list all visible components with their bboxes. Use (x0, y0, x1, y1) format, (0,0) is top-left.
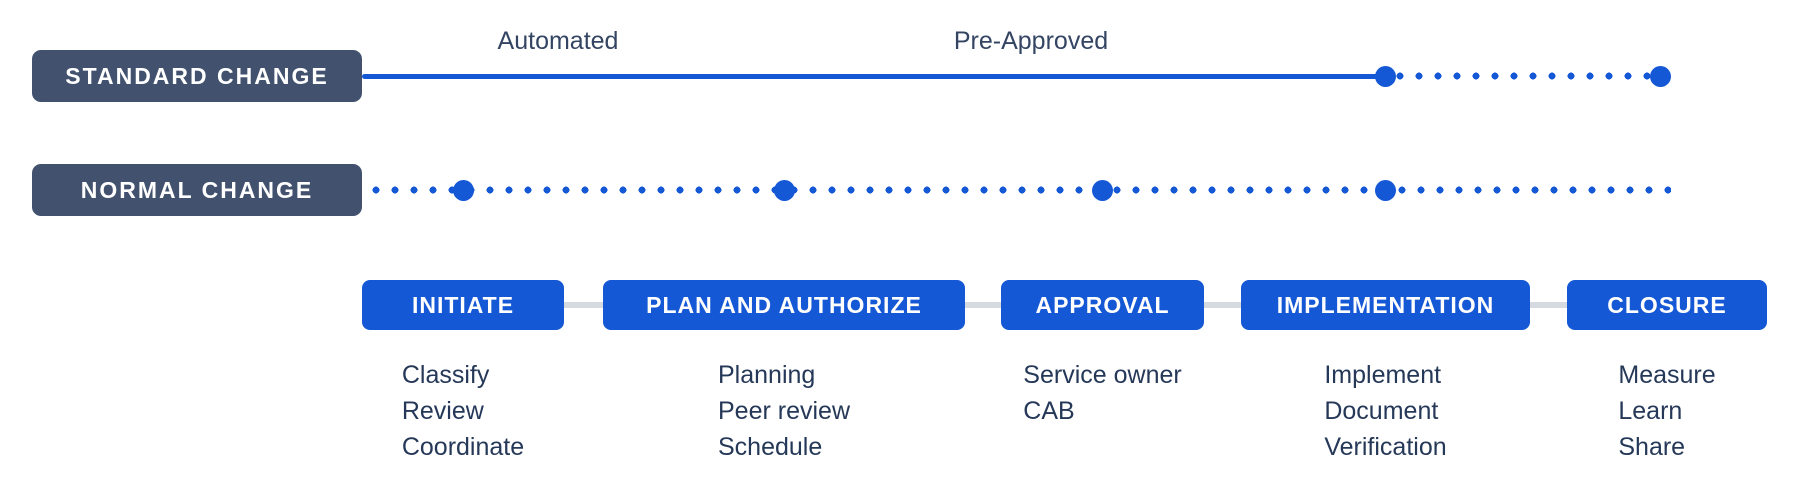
task-item: Learn (1618, 397, 1683, 425)
lane-milestone-dot-standard-change (1374, 65, 1396, 87)
stage-pill-approval: APPROVAL (1001, 280, 1204, 330)
lane-line-dotted-standard-change (1396, 72, 1662, 80)
lane-annotation-pre-approved: Pre-Approved (953, 27, 1109, 55)
lane-milestone-dot-normal-change (452, 179, 474, 201)
lane-annotation-automated: Automated (497, 27, 619, 55)
task-item: Peer review (718, 397, 850, 425)
task-item: Share (1618, 433, 1686, 461)
lane-label-standard-change: STANDARD CHANGE (32, 50, 362, 102)
lane-milestone-dot-normal-change (1091, 179, 1113, 201)
lane-milestone-dot-standard-change (1649, 65, 1671, 87)
lane-milestone-dot-normal-change (1374, 179, 1396, 201)
task-item: Document (1324, 397, 1439, 425)
stage-pill-closure: CLOSURE (1567, 280, 1767, 330)
task-item: Classify (401, 361, 490, 389)
lane-line-dotted-normal-change (372, 186, 1671, 194)
stage-pill-implementation: IMPLEMENTATION (1241, 280, 1530, 330)
task-item: Service owner (1023, 361, 1182, 389)
lane-label-normal-change: NORMAL CHANGE (32, 164, 362, 216)
task-item: Implement (1324, 361, 1442, 389)
stage-pill-initiate: INITIATE (362, 280, 564, 330)
lane-line-solid-standard-change (362, 73, 1385, 79)
task-item: Verification (1324, 433, 1447, 461)
task-item: Review (401, 397, 484, 425)
task-item: CAB (1023, 397, 1075, 425)
task-item: Schedule (718, 433, 823, 461)
task-item: Planning (718, 361, 816, 389)
lane-milestone-dot-normal-change (773, 179, 795, 201)
stage-pill-plan-and-authorize: PLAN AND AUTHORIZE (603, 280, 965, 330)
task-item: Coordinate (401, 433, 525, 461)
task-item: Measure (1618, 361, 1716, 389)
